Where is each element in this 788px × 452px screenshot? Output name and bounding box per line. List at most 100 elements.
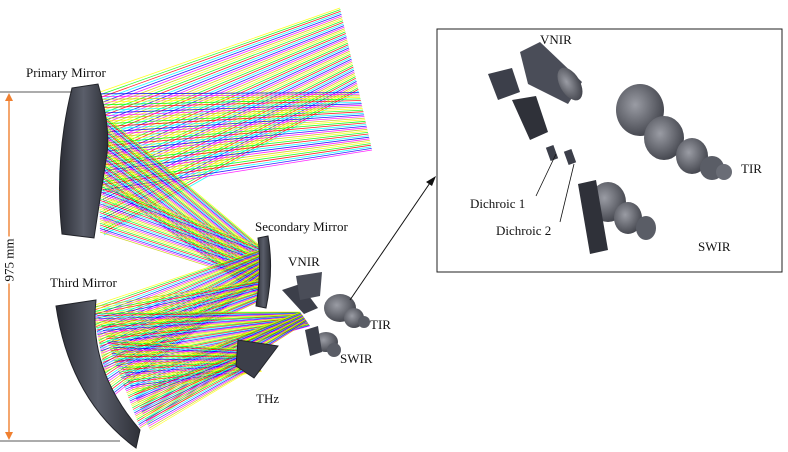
primary-to-secondary-ray-bundle bbox=[97, 109, 265, 300]
ray-line bbox=[102, 138, 370, 174]
ray-line bbox=[121, 360, 256, 367]
ray-line bbox=[96, 311, 301, 315]
inset-tir-label: TIR bbox=[741, 161, 762, 176]
ray-line bbox=[139, 355, 254, 407]
inset-vnir-label: VNIR bbox=[540, 32, 572, 47]
ray-line bbox=[100, 292, 262, 349]
ray-line bbox=[100, 95, 360, 100]
ray-line bbox=[104, 316, 304, 335]
secondary-mirror-label: Secondary Mirror bbox=[255, 219, 348, 234]
secondary-mirror bbox=[255, 235, 272, 309]
ray-line bbox=[144, 359, 256, 418]
inset-dichroic-2-label: Dichroic 2 bbox=[496, 223, 552, 238]
ray-line bbox=[120, 359, 256, 365]
ray-line bbox=[97, 111, 259, 246]
vnir-label: VNIR bbox=[288, 254, 320, 269]
ray-line bbox=[131, 316, 304, 407]
ray-line bbox=[98, 313, 302, 320]
ray-line bbox=[115, 352, 253, 356]
ray-line bbox=[147, 362, 258, 425]
ray-line bbox=[106, 317, 305, 341]
ray-line bbox=[99, 185, 259, 248]
ray-line bbox=[100, 104, 362, 117]
ray-line bbox=[101, 119, 366, 141]
ray-line bbox=[103, 297, 263, 366]
ray-line bbox=[99, 194, 260, 255]
ray-line bbox=[102, 146, 372, 188]
ray-line bbox=[102, 135, 369, 169]
ray-line bbox=[92, 250, 261, 309]
ray-line bbox=[100, 101, 362, 111]
ray-line bbox=[99, 198, 260, 258]
inset-swir-label: SWIR bbox=[698, 239, 731, 254]
ray-line bbox=[100, 100, 361, 108]
swir-label: SWIR bbox=[340, 351, 373, 366]
ray-line bbox=[101, 114, 365, 133]
ray-line bbox=[99, 203, 260, 262]
ray-line bbox=[106, 317, 304, 340]
ray-line bbox=[142, 358, 255, 414]
ray-line bbox=[99, 199, 260, 259]
inset-dichroic-1-label: Dichroic 1 bbox=[470, 196, 526, 211]
ray-line bbox=[101, 120, 366, 144]
ray-line bbox=[102, 315, 303, 330]
ray-line bbox=[100, 31, 346, 134]
ray-line bbox=[94, 253, 261, 321]
ray-line bbox=[99, 7, 341, 93]
tir-label: TIR bbox=[370, 317, 391, 332]
ray-line bbox=[100, 96, 361, 103]
ray-line bbox=[118, 357, 255, 359]
ray-line bbox=[92, 280, 262, 310]
ray-line bbox=[97, 109, 259, 245]
ray-line bbox=[100, 15, 342, 107]
ray-line bbox=[112, 345, 252, 353]
ray-line bbox=[99, 189, 259, 251]
ray-line bbox=[148, 363, 258, 427]
ray-line bbox=[110, 341, 251, 352]
ray-line bbox=[134, 318, 305, 414]
ray-line bbox=[103, 315, 304, 333]
ray-line bbox=[133, 349, 251, 394]
ray-line bbox=[99, 224, 262, 279]
ray-line bbox=[127, 365, 259, 379]
ray-line bbox=[99, 9, 341, 96]
ray-line bbox=[92, 279, 262, 308]
ray-line bbox=[143, 358, 256, 416]
ray-line bbox=[94, 254, 261, 323]
ray-line bbox=[100, 23, 344, 120]
ray-line bbox=[141, 357, 255, 412]
ray-line bbox=[99, 208, 261, 266]
third-mirror bbox=[55, 299, 141, 449]
ray-line bbox=[94, 282, 262, 319]
ray-line bbox=[100, 12, 342, 101]
ray-line bbox=[102, 144, 371, 185]
ray-line bbox=[101, 124, 367, 150]
ray-line bbox=[99, 213, 261, 270]
dimension-label: 975 mm bbox=[1, 236, 18, 284]
ray-line bbox=[144, 360, 257, 420]
primary-mirror-label: Primary Mirror bbox=[26, 65, 106, 80]
ray-line bbox=[99, 190, 259, 252]
ray-line bbox=[101, 294, 262, 356]
ray-line bbox=[99, 217, 262, 273]
ray-line bbox=[101, 116, 365, 136]
ray-line bbox=[99, 313, 302, 321]
ray-line bbox=[138, 354, 253, 405]
ray-line bbox=[97, 115, 259, 249]
ray-line bbox=[93, 282, 262, 317]
ray-line bbox=[95, 285, 262, 326]
ray-line bbox=[95, 255, 261, 325]
ray-line bbox=[145, 361, 257, 422]
ray-line bbox=[93, 280, 262, 312]
ray-line bbox=[100, 103, 362, 114]
ray-line bbox=[94, 253, 261, 318]
ray-line bbox=[114, 348, 253, 355]
ray-line bbox=[101, 314, 303, 328]
ray-line bbox=[97, 287, 262, 333]
ray-line bbox=[146, 361, 257, 424]
ray-line bbox=[101, 122, 366, 147]
thz-module bbox=[235, 339, 279, 379]
ray-line bbox=[118, 358, 255, 361]
ray-line bbox=[114, 350, 253, 355]
ray-line bbox=[97, 113, 259, 248]
